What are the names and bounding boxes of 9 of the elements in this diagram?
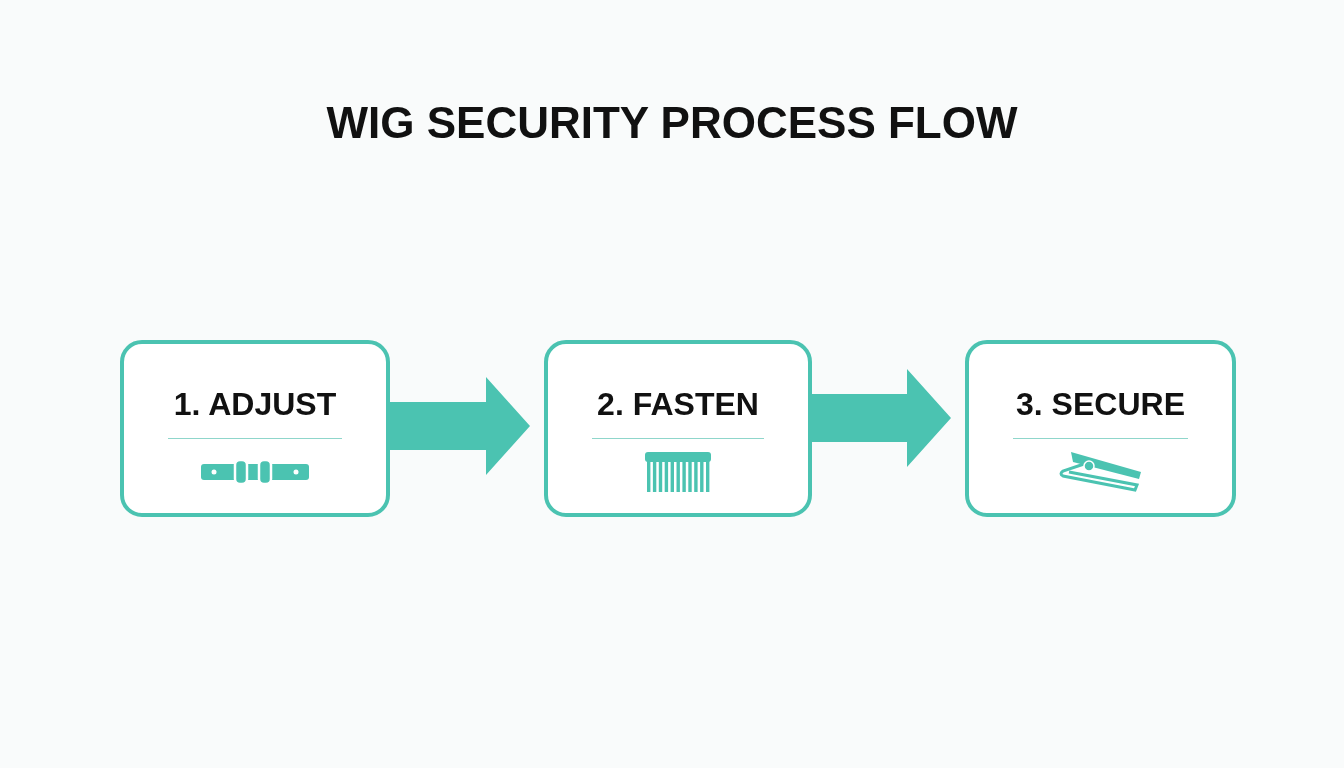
block-arrow: [388, 377, 530, 475]
block-arrow: [810, 369, 951, 467]
step-label: 2. FASTEN: [596, 386, 760, 423]
step-label: 3. SECURE: [1015, 386, 1186, 423]
step-box: [120, 340, 390, 517]
step-label: 1. ADJUST: [172, 386, 338, 423]
diagram-title: WIG SECURITY PROCESS FLOW: [325, 98, 1019, 148]
step-box: [544, 340, 812, 517]
step-box: [965, 340, 1236, 517]
